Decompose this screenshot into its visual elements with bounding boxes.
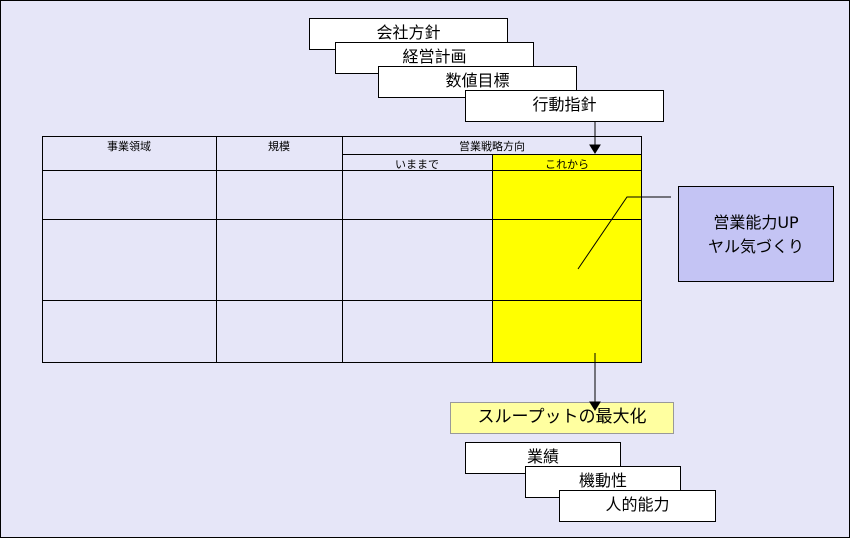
header-from-now: これから: [545, 158, 589, 171]
strategy-matrix: 事業領域 規模 営業戦略方向 いままで これから: [42, 136, 642, 363]
callout-line2: ヤル気づくり: [707, 237, 804, 256]
arrow-down-icon: [589, 401, 601, 411]
action-guideline-box: 行動指針: [465, 90, 664, 122]
callout-connector-line: [577, 196, 671, 270]
matrix-grid: [42, 136, 642, 363]
header-until-now: いままで: [395, 158, 439, 171]
header-business-area: 事業領域: [107, 140, 151, 153]
highlight-column: [492, 154, 642, 363]
human-ability-box: 人的能力: [559, 490, 716, 522]
arrow-down-icon: [589, 144, 601, 154]
throughput-box: スループットの最大化: [450, 402, 674, 434]
callout-box: 営業能力UP ヤル気づくり: [678, 186, 834, 282]
header-strategy: 営業戦略方向: [459, 140, 525, 153]
header-scale: 規模: [268, 140, 290, 153]
callout-line1: 営業能力UP: [713, 213, 799, 232]
